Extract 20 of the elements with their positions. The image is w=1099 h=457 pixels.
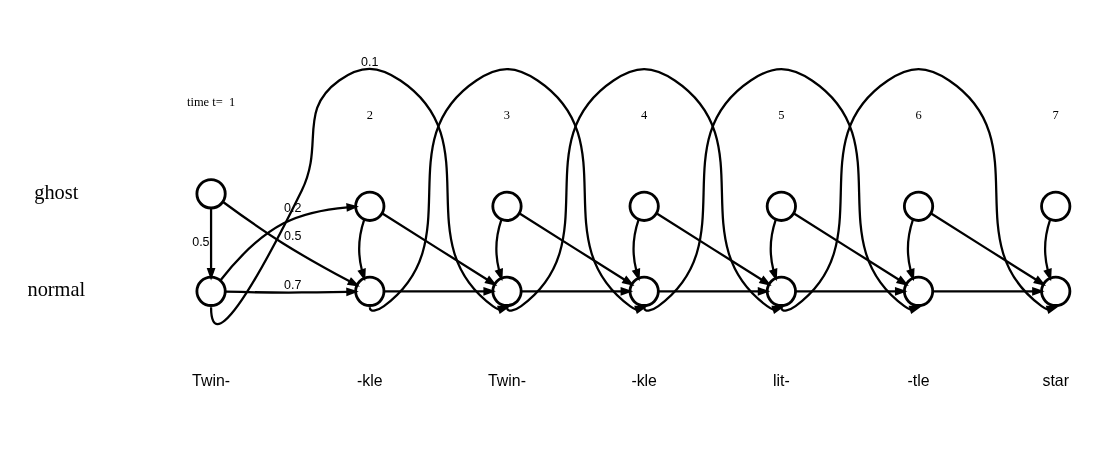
label: -kle [631, 371, 657, 389]
label: lit- [772, 371, 790, 389]
label: 5 [778, 107, 785, 122]
label: Twin- [192, 371, 231, 389]
label: Twin- [488, 371, 526, 389]
label: 2 [366, 107, 373, 122]
label: -tle [907, 371, 930, 389]
label: 6 [915, 107, 922, 122]
label: time t= 1 [186, 94, 236, 109]
label: 3 [503, 107, 511, 122]
edge-label: 0.5 [284, 228, 302, 243]
label: 4 [641, 107, 648, 122]
edge-label: 0.1 [361, 54, 379, 69]
label: 7 [1052, 107, 1059, 122]
label: ghost [34, 180, 79, 203]
label: star [1042, 371, 1069, 389]
label: normal [27, 277, 86, 300]
edge-label: 0.7 [284, 277, 302, 292]
label: -kle [357, 371, 383, 389]
edge-label: 0.5 [192, 234, 210, 249]
